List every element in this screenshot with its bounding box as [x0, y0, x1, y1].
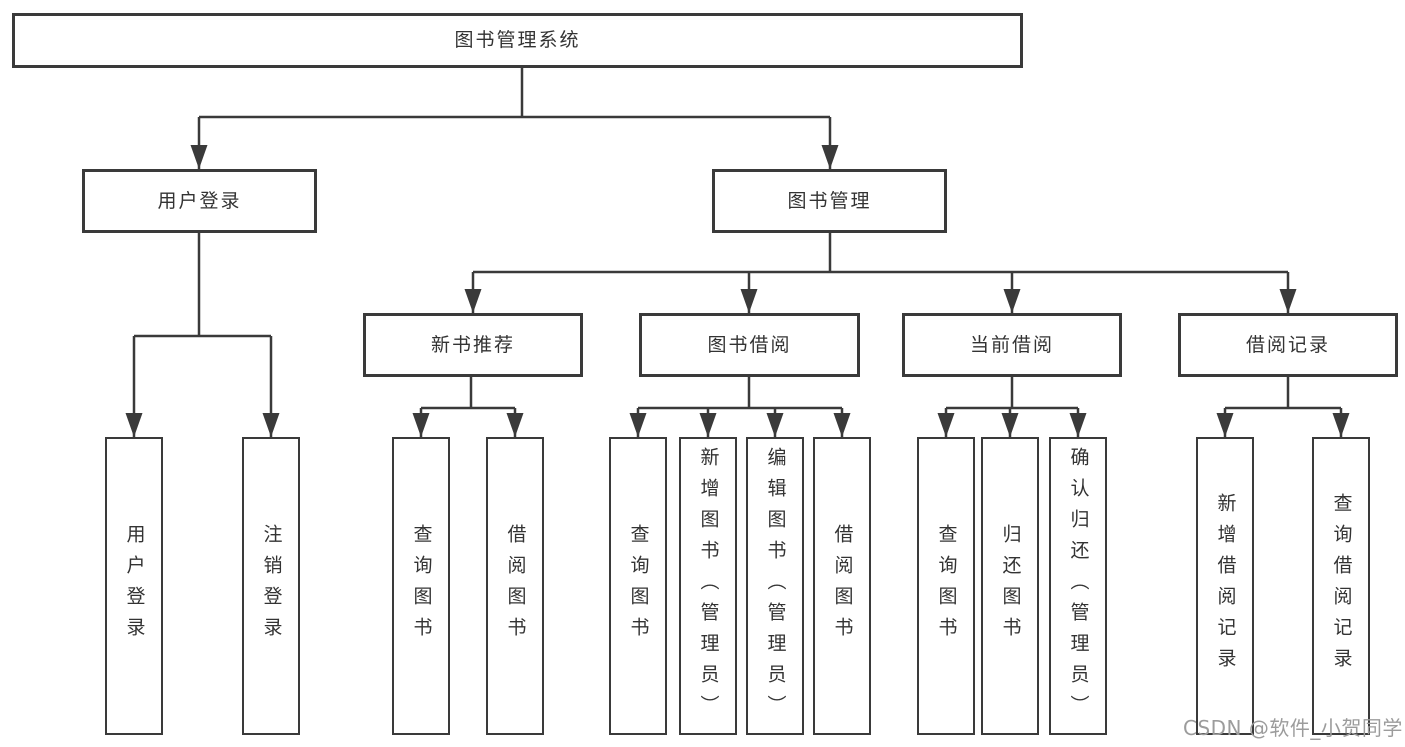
connector-user-login-children	[125, 233, 280, 437]
leaf-query-books-current-label: 查询图书	[935, 524, 958, 648]
leaf-edit-book-admin: 编辑图书（管理员）	[746, 437, 804, 735]
leaf-query-books-current: 查询图书	[917, 437, 975, 735]
leaf-logout: 注销登录	[242, 437, 300, 735]
leaf-query-books-recommend: 查询图书	[392, 437, 450, 735]
leaf-return-book-label: 归还图书	[999, 524, 1022, 648]
leaf-query-books-borrow-label: 查询图书	[627, 524, 650, 648]
node-borrow-records-label: 借阅记录	[1245, 333, 1330, 356]
node-user-login-label: 用户登录	[157, 189, 242, 212]
node-book-management: 图书管理	[712, 169, 947, 233]
leaf-query-books-recommend-label: 查询图书	[410, 524, 433, 648]
leaf-borrow-books-recommend: 借阅图书	[486, 437, 544, 735]
connector-book-management-children	[464, 233, 1297, 313]
leaf-query-borrow-record: 查询借阅记录	[1312, 437, 1370, 735]
connector-new-book-children	[412, 377, 524, 437]
leaf-query-borrow-record-label: 查询借阅记录	[1330, 493, 1353, 679]
leaf-query-books-borrow: 查询图书	[609, 437, 667, 735]
leaf-add-book-admin: 新增图书（管理员）	[679, 437, 737, 735]
leaf-user-login-label: 用户登录	[123, 524, 146, 648]
leaf-confirm-return-admin: 确认归还（管理员）	[1049, 437, 1107, 735]
leaf-add-borrow-record-label: 新增借阅记录	[1214, 493, 1237, 679]
node-borrow-records: 借阅记录	[1178, 313, 1398, 377]
node-new-book-recommend: 新书推荐	[363, 313, 583, 377]
node-book-borrow: 图书借阅	[639, 313, 860, 377]
node-user-login: 用户登录	[82, 169, 317, 233]
connector-root-to-level2	[190, 68, 839, 169]
node-root: 图书管理系统	[12, 13, 1023, 68]
leaf-confirm-return-admin-label: 确认归还（管理员）	[1067, 446, 1090, 726]
node-new-book-recommend-label: 新书推荐	[430, 333, 515, 356]
connector-book-borrow-children	[629, 377, 851, 437]
leaf-borrow-books-label: 借阅图书	[831, 524, 854, 648]
leaf-user-login: 用户登录	[105, 437, 163, 735]
leaf-add-borrow-record: 新增借阅记录	[1196, 437, 1254, 735]
node-book-borrow-label: 图书借阅	[707, 333, 792, 356]
csdn-watermark: CSDN @软件_小贺同学	[1183, 716, 1403, 740]
leaf-return-book: 归还图书	[981, 437, 1039, 735]
connector-borrow-records-children	[1216, 377, 1350, 437]
leaf-add-book-admin-label: 新增图书（管理员）	[697, 446, 720, 726]
node-root-label: 图书管理系统	[454, 29, 581, 51]
connector-current-borrow-children	[937, 377, 1087, 437]
leaf-edit-book-admin-label: 编辑图书（管理员）	[764, 446, 787, 726]
leaf-logout-label: 注销登录	[260, 524, 283, 648]
node-current-borrow-label: 当前借阅	[969, 333, 1054, 356]
leaf-borrow-books: 借阅图书	[813, 437, 871, 735]
leaf-borrow-books-recommend-label: 借阅图书	[504, 524, 527, 648]
node-book-management-label: 图书管理	[787, 189, 872, 212]
node-current-borrow: 当前借阅	[902, 313, 1122, 377]
